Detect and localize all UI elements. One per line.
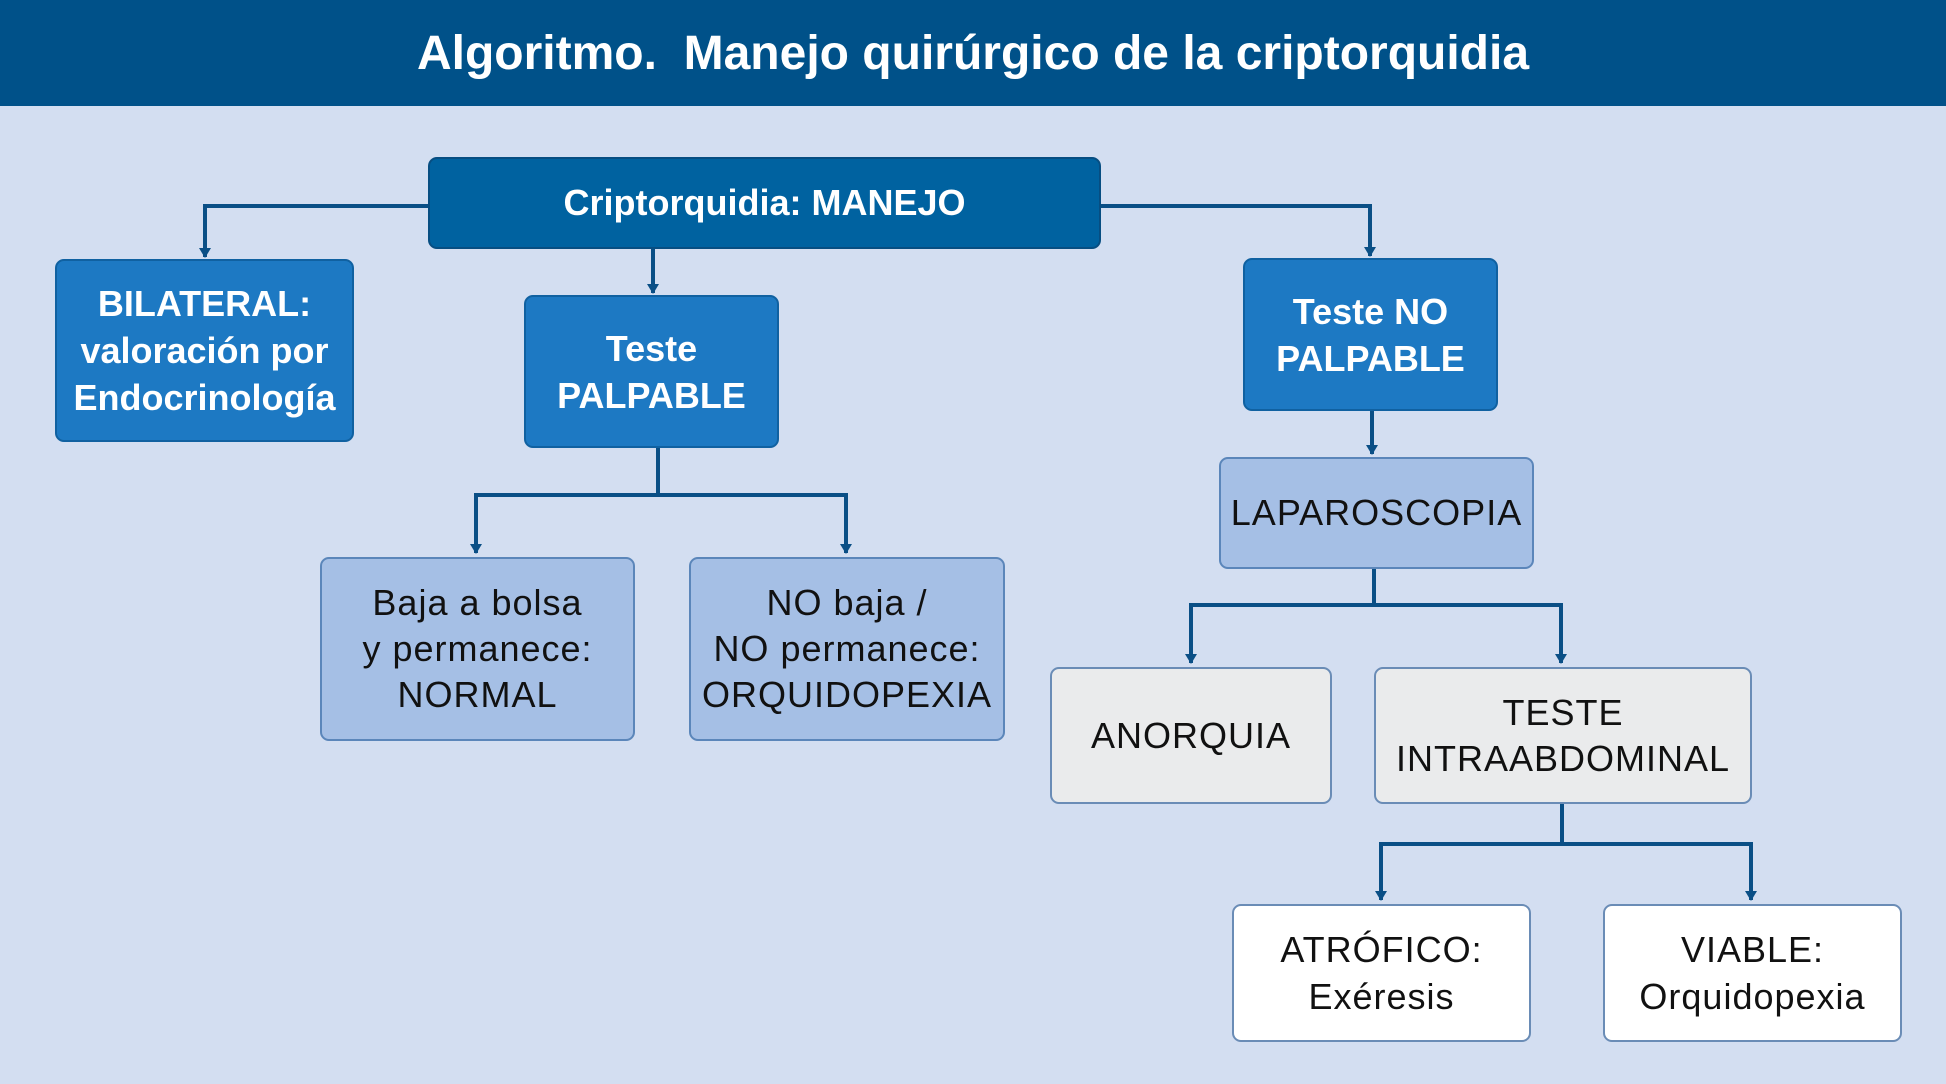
intraabdominal-node: TESTE INTRAABDOMINAL (1374, 667, 1752, 804)
palpable-node: Teste PALPABLE (524, 295, 779, 448)
bilateral-node: BILATERAL: valoración por Endocrinología (55, 259, 354, 442)
atrofico-node: ATRÓFICO: Exéresis (1232, 904, 1531, 1042)
root-node: Criptorquidia: MANEJO (428, 157, 1101, 249)
viable-node: VIABLE: Orquidopexia (1603, 904, 1902, 1042)
connector-laparoscopia-split (1191, 568, 1561, 607)
orquidopexia-node: NO baja / NO permanece: ORQUIDOPEXIA (689, 557, 1005, 741)
connector-root-to-bilateral (199, 204, 430, 258)
connector-root-to-no-palpable (1100, 204, 1376, 257)
connector-palpable-split (476, 447, 846, 497)
no-palpable-node: Teste NO PALPABLE (1243, 258, 1498, 411)
normal-node: Baja a bolsa y permanece: NORMAL (320, 557, 635, 741)
connector-intraabdominal-split (1381, 804, 1751, 846)
laparoscopia-node: LAPAROSCOPIA (1219, 457, 1534, 569)
page-title: Algoritmo. Manejo quirúrgico de la cript… (0, 0, 1946, 106)
anorquia-node: ANORQUIA (1050, 667, 1332, 804)
